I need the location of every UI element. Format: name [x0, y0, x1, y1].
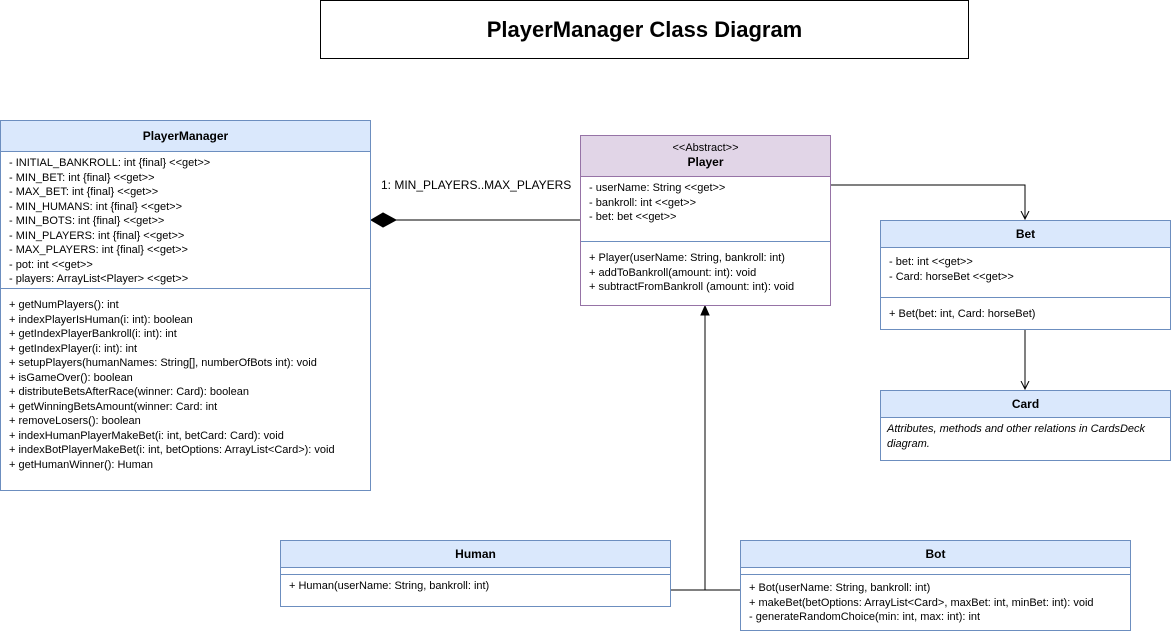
- class-player-manager[interactable]: PlayerManager - INITIAL_BANKROLL: int {f…: [0, 120, 371, 491]
- attribute-line: - MAX_PLAYERS: int {final} <<get>>: [9, 244, 188, 256]
- attribute-line: - INITIAL_BANKROLL: int {final} <<get>>: [9, 157, 211, 169]
- methods-section: + Bot(userName: String, bankroll: int) +…: [741, 574, 1130, 629]
- attributes-section: - INITIAL_BANKROLL: int {final} <<get>> …: [1, 152, 370, 288]
- attribute-line: - bet: bet <<get>>: [589, 211, 677, 223]
- attribute-line: - MIN_PLAYERS: int {final} <<get>>: [9, 229, 185, 242]
- player-bet-edge: [830, 184, 1025, 219]
- method-line: + Human(userName: String, bankroll: int): [289, 580, 490, 592]
- method-line: + indexBotPlayerMakeBet(i: int, betOptio…: [9, 444, 335, 456]
- inheritance-arrow-icon: [700, 304, 710, 316]
- method-line: + Bot(userName: String, bankroll: int): [749, 582, 931, 594]
- class-name: Human: [281, 541, 670, 568]
- class-name: Card: [881, 391, 1170, 418]
- methods-section: + Human(userName: String, bankroll: int): [281, 574, 670, 598]
- method-line: + subtractFromBankroll (amount: int): vo…: [589, 281, 795, 293]
- method-line: + getIndexPlayer(i: int): int: [9, 342, 138, 355]
- methods-section: + Bet(bet: int, Card: horseBet): [881, 297, 1170, 326]
- class-human[interactable]: Human + Human(userName: String, bankroll…: [280, 540, 671, 607]
- attribute-line: - MAX_BET: int {final} <<get>>: [9, 186, 159, 198]
- method-line: + indexHumanPlayerMakeBet(i: int, betCar…: [9, 429, 284, 442]
- method-line: + getWinningBetsAmount(winner: Card: int: [9, 400, 218, 413]
- attribute-line: - Card: horseBet <<get>>: [889, 270, 1014, 283]
- class-bet[interactable]: Bet - bet: int <<get>> - Card: horseBet …: [880, 220, 1171, 330]
- method-line: - generateRandomChoice(min: int, max: in…: [749, 611, 981, 623]
- class-bot[interactable]: Bot + Bot(userName: String, bankroll: in…: [740, 540, 1131, 631]
- card-note: Attributes, methods and other relations …: [887, 423, 1146, 450]
- methods-section: + Player(userName: String, bankroll: int…: [581, 241, 830, 299]
- attributes-section: - bet: int <<get>> - Card: horseBet <<ge…: [881, 248, 1170, 297]
- class-title: Player: [687, 155, 724, 170]
- class-name: <<Abstract>> Player: [581, 136, 830, 177]
- stereotype-label: <<Abstract>>: [672, 142, 739, 155]
- class-name: Bot: [741, 541, 1130, 568]
- class-player[interactable]: <<Abstract>> Player - userName: String <…: [580, 135, 831, 306]
- method-line: + Bet(bet: int, Card: horseBet): [889, 308, 1036, 320]
- attribute-line: - bet: int <<get>>: [889, 256, 973, 268]
- class-name: PlayerManager: [1, 121, 370, 152]
- method-line: + isGameOver(): boolean: [9, 371, 133, 384]
- method-line: + distributeBetsAfterRace(winner: Card):…: [9, 386, 249, 398]
- methods-section: + getNumPlayers(): int + indexPlayerIsHu…: [1, 288, 370, 476]
- method-line: + makeBet(betOptions: ArrayList<Card>, m…: [749, 596, 1094, 609]
- inheritance-edges: [670, 304, 740, 591]
- multiplicity-label: 1: MIN_PLAYERS..MAX_PLAYERS: [381, 178, 572, 192]
- method-line: + indexPlayerIsHuman(i: int): boolean: [9, 313, 193, 326]
- attributes-section: - userName: String <<get>> - bankroll: i…: [581, 177, 830, 241]
- method-line: + getIndexPlayerBankroll(i: int): int: [9, 328, 177, 340]
- diagram-title: PlayerManager Class Diagram: [320, 0, 969, 59]
- method-line: + getHumanWinner(): Human: [9, 458, 153, 471]
- composition-diamond-icon: [370, 212, 398, 228]
- method-line: + removeLosers(): boolean: [9, 415, 141, 427]
- method-line: + Player(userName: String, bankroll: int…: [589, 252, 785, 264]
- attribute-line: - MIN_HUMANS: int {final} <<get>>: [9, 200, 183, 213]
- attribute-line: - userName: String <<get>>: [589, 182, 726, 194]
- attribute-line: - MIN_BET: int {final} <<get>>: [9, 171, 155, 184]
- attribute-line: - players: ArrayList<Player> <<get>>: [9, 273, 189, 285]
- method-line: + addToBankroll(amount: int): void: [589, 266, 757, 279]
- attribute-line: - pot: int <<get>>: [9, 258, 93, 271]
- method-line: + getNumPlayers(): int: [9, 299, 119, 311]
- method-line: + setupPlayers(humanNames: String[], num…: [9, 357, 317, 369]
- class-card[interactable]: Card Attributes, methods and other relat…: [880, 390, 1171, 461]
- attribute-line: - MIN_BOTS: int {final} <<get>>: [9, 215, 165, 227]
- attribute-line: - bankroll: int <<get>>: [589, 196, 697, 209]
- class-name: Bet: [881, 221, 1170, 248]
- composition-edge: [370, 212, 580, 228]
